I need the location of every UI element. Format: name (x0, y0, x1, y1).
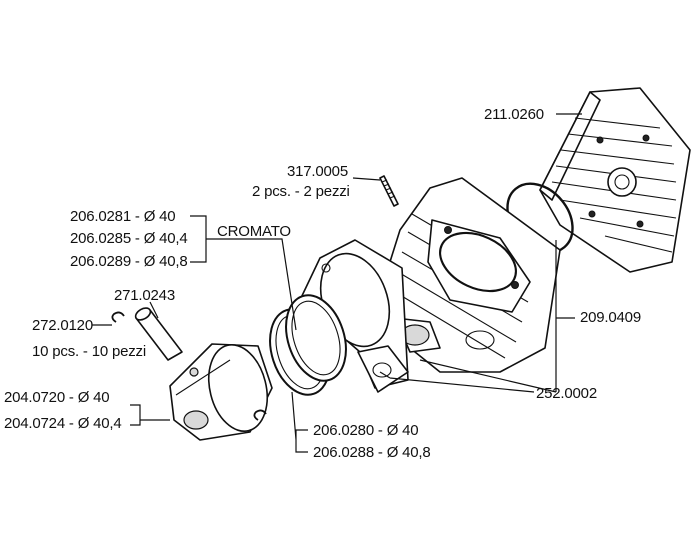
label-cromato: CROMATO (217, 223, 291, 240)
label-ring-1: 206.0280 - Ø 40 (313, 422, 418, 439)
label-stud-qty: 2 pcs. - 2 pezzi (252, 183, 350, 200)
cylinder-head-drawing (539, 87, 691, 273)
leader-rings (291, 391, 308, 453)
leader-chrome-rings (190, 215, 297, 331)
leader-cylinder (419, 240, 575, 393)
label-ring-chrome-2: 206.0285 - Ø 40,4 (70, 230, 188, 247)
label-cylinder: 209.0409 (580, 309, 641, 326)
leader-piston (130, 404, 170, 426)
label-ring-2: 206.0288 - Ø 40,8 (313, 444, 431, 461)
label-ring-chrome-3: 206.0289 - Ø 40,8 (70, 253, 188, 270)
leader-pin (149, 301, 159, 319)
label-clip: 272.0120 (32, 317, 93, 334)
label-pin: 271.0243 (114, 287, 175, 304)
label-ring-chrome-1: 206.0281 - Ø 40 (70, 208, 175, 225)
label-piston-1: 204.0720 - Ø 40 (4, 389, 109, 406)
label-stud: 317.0005 (287, 163, 348, 180)
piston-pin-drawing (134, 307, 183, 361)
label-head: 211.0260 (484, 106, 544, 123)
piston-drawing (169, 343, 273, 441)
label-clip-qty: 10 pcs. - 10 pezzi (32, 343, 146, 360)
leader-stud (352, 177, 381, 181)
label-piston-2: 204.0724 - Ø 40,4 (4, 415, 122, 432)
label-gasket: 252.0002 (536, 385, 597, 402)
stud-drawing (379, 175, 399, 207)
leader-gasket (379, 371, 535, 393)
circlip-drawing (111, 311, 267, 421)
piston-rings-drawing (269, 294, 347, 396)
